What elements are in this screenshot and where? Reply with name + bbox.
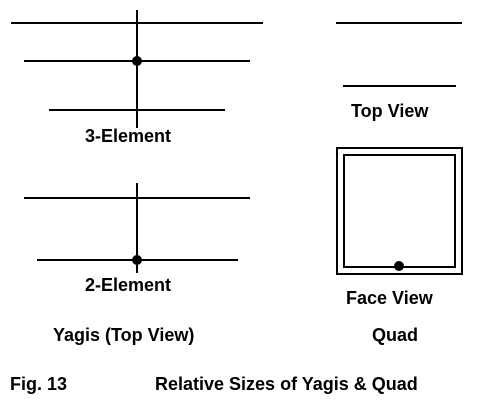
figure-number: Fig. 13: [10, 374, 68, 394]
face-view-label: Face View: [346, 288, 433, 308]
quad-outer-loop: [336, 147, 463, 275]
quad-inner-loop: [343, 154, 456, 268]
quad-label: Quad: [372, 325, 419, 345]
quad-feedpoint: [394, 261, 404, 271]
three-element-yagi: [11, 10, 263, 128]
three-element-label: 3-Element: [85, 126, 172, 146]
top-view-label: Top View: [351, 101, 429, 121]
two-element-label: 2-Element: [85, 275, 172, 295]
figure-title: Relative Sizes of Yagis & Quad: [155, 374, 418, 394]
quad-top-view: [336, 22, 462, 87]
yagi3-feedpoint: [132, 56, 142, 66]
two-element-yagi: [24, 183, 250, 273]
yagis-caption: Yagis (Top View): [53, 325, 195, 345]
yagi2-feedpoint: [132, 255, 142, 265]
quad-face-view: [336, 147, 463, 275]
